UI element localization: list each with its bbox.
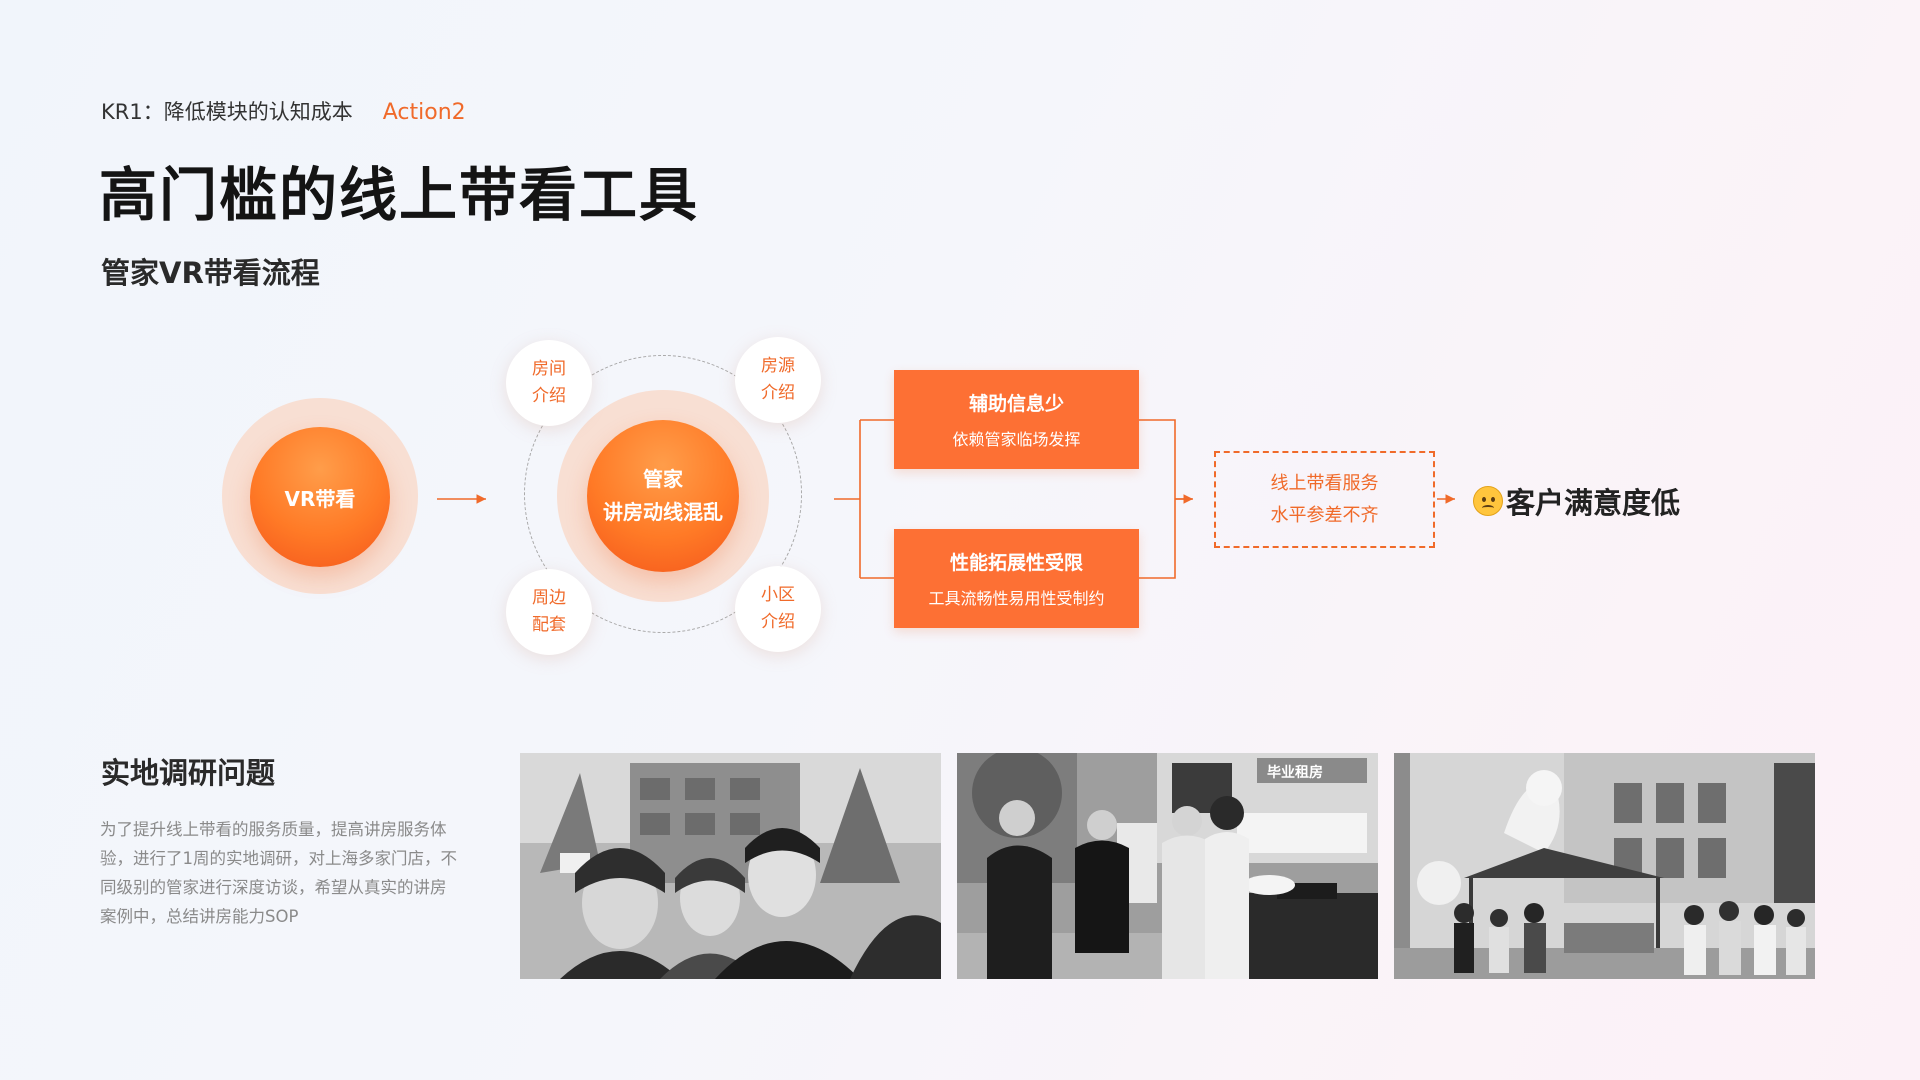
research-photo-3 xyxy=(1394,753,1815,979)
satellite-surroundings: 周边 配套 xyxy=(506,569,592,655)
issue-desc: 依赖管家临场发挥 xyxy=(952,430,1081,449)
satellite-label: 介绍 xyxy=(532,386,566,406)
outcome-box: 线上带看服务 水平参差不齐 xyxy=(1214,451,1435,548)
satellite-community-intro: 小区 介绍 xyxy=(735,566,821,652)
bracket-left xyxy=(834,419,894,579)
satellite-label: 介绍 xyxy=(761,383,795,403)
satellite-label: 小区 xyxy=(761,585,795,605)
truck-sign-text: 毕业租房 xyxy=(1267,764,1323,780)
result-label: 客户满意度低 xyxy=(1506,486,1681,520)
vr-node-label: VR带看 xyxy=(284,486,356,511)
center-node-line1: 管家 xyxy=(643,467,683,491)
page-title: 高门槛的线上带看工具 xyxy=(99,161,700,229)
outcome-line1: 线上带看服务 xyxy=(1270,472,1379,494)
vr-node: VR带看 xyxy=(250,427,390,567)
orbit-ring xyxy=(524,355,802,633)
satellite-label: 周边 xyxy=(532,588,566,608)
satellite-label: 介绍 xyxy=(761,612,795,632)
issue-desc: 工具流畅性易用性受制约 xyxy=(928,589,1105,608)
kr-label: KR1：降低模块的认知成本 xyxy=(101,100,353,124)
satellite-label: 配套 xyxy=(532,615,566,635)
issue-box-performance: 性能拓展性受限 工具流畅性易用性受制约 xyxy=(894,529,1139,628)
research-photo-2: 毕业租房 xyxy=(957,753,1378,979)
sad-face-icon xyxy=(1473,486,1503,516)
center-node-line2: 讲房动线混乱 xyxy=(603,500,723,524)
kr-heading: KR1：降低模块的认知成本 Action2 xyxy=(101,96,466,126)
satellite-label: 房间 xyxy=(532,359,566,379)
issue-title: 性能拓展性受限 xyxy=(949,552,1083,574)
center-node: 管家 讲房动线混乱 xyxy=(587,420,739,572)
research-description: 为了提升线上带看的服务质量，提高讲房服务体验，进行了1周的实地调研，对上海多家门… xyxy=(100,820,457,926)
result: 客户满意度低 xyxy=(1473,480,1680,522)
satellite-label: 房源 xyxy=(761,356,795,376)
flow-section-title: 管家VR带看流程 xyxy=(101,256,320,290)
outcome-line2: 水平参差不齐 xyxy=(1270,504,1379,526)
research-title: 实地调研问题 xyxy=(101,756,276,790)
issue-title: 辅助信息少 xyxy=(968,393,1064,415)
issue-box-info: 辅助信息少 依赖管家临场发挥 xyxy=(894,370,1139,469)
satellite-listing-intro: 房源 介绍 xyxy=(735,337,821,423)
research-photo-1 xyxy=(520,753,941,979)
satellite-room-intro: 房间 介绍 xyxy=(506,340,592,426)
action-label: Action2 xyxy=(382,100,466,125)
